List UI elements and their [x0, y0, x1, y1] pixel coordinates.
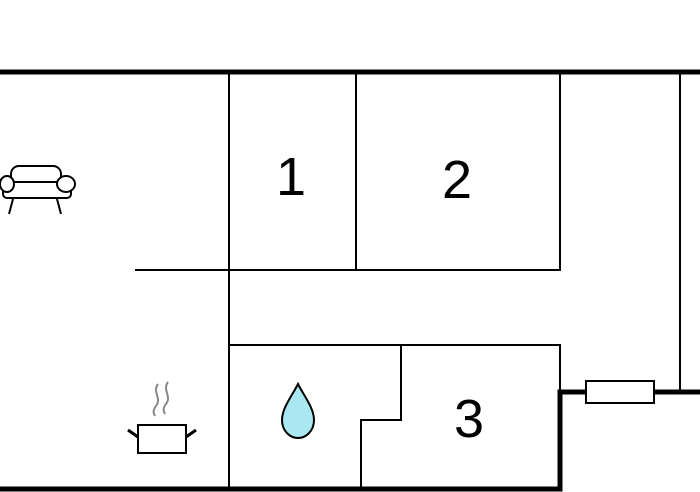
room-1-label: 1	[276, 147, 306, 207]
inner-walls	[135, 71, 681, 490]
sofa-icon	[0, 165, 76, 215]
outer-walls	[0, 69, 700, 492]
cooking-pot-icon	[127, 381, 197, 454]
room-3-label: 3	[454, 389, 484, 449]
room-2-label: 2	[442, 150, 472, 210]
window-icon	[585, 380, 655, 404]
water-drop-icon	[280, 381, 316, 440]
